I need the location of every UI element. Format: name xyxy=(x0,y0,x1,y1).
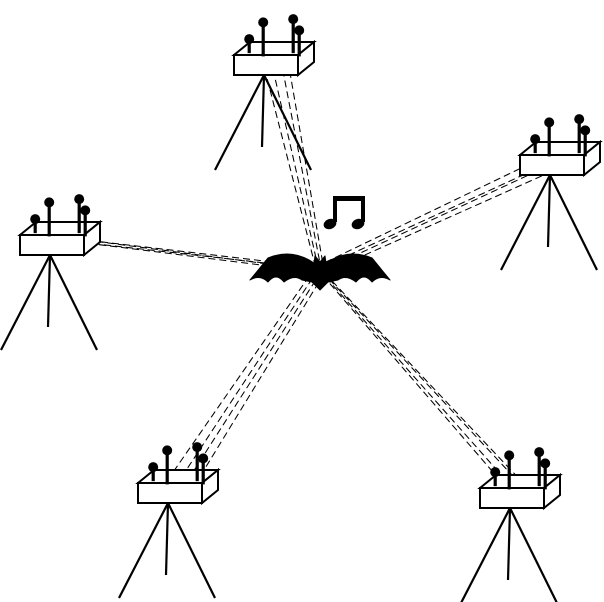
microphone-icon xyxy=(244,34,255,54)
microphone-head xyxy=(162,445,173,456)
microphone-head xyxy=(294,25,305,36)
tripod xyxy=(118,502,216,599)
microphone-icon xyxy=(288,14,299,54)
microphone-head xyxy=(44,197,55,208)
sound-beam xyxy=(287,61,326,274)
microphone-icon xyxy=(192,442,203,482)
tripod-leg xyxy=(0,254,51,351)
microphone-head xyxy=(30,214,41,225)
sound-beam xyxy=(315,155,548,268)
sound-beam xyxy=(315,266,508,489)
microphone-head xyxy=(490,467,501,478)
microphone-box xyxy=(231,39,317,78)
microphone-head xyxy=(574,114,585,125)
tripod-leg xyxy=(260,74,266,148)
microphone-head xyxy=(192,442,203,453)
microphone-icon xyxy=(74,194,85,234)
sound-beam xyxy=(321,157,567,272)
microphone-box xyxy=(17,219,103,258)
microphone-head xyxy=(288,14,299,25)
box-front xyxy=(479,487,545,509)
microphone-head xyxy=(148,462,159,473)
tripod xyxy=(460,507,558,602)
microphone-icon xyxy=(504,450,515,490)
sound-beam xyxy=(183,270,322,486)
tripod xyxy=(0,254,98,351)
microphone-box xyxy=(517,139,603,178)
microphone-icon xyxy=(258,17,269,57)
microphone-station xyxy=(214,14,317,171)
microphone-icon xyxy=(80,205,91,237)
tripod xyxy=(500,174,598,271)
microphone-icon xyxy=(580,125,591,157)
tripod-leg xyxy=(263,74,312,171)
tripod-leg xyxy=(500,174,551,271)
microphone-head xyxy=(74,194,85,205)
sound-beam xyxy=(74,240,325,274)
tripod-leg xyxy=(49,254,98,351)
tripod xyxy=(214,74,312,171)
microphone-head xyxy=(198,453,209,464)
sound-beam xyxy=(324,272,535,495)
sound-beam xyxy=(270,59,320,270)
microphone-icon xyxy=(574,114,585,154)
microphone-icon xyxy=(534,447,545,487)
tripod-leg xyxy=(214,74,265,171)
microphone-icon xyxy=(44,197,55,237)
microphone-head xyxy=(534,447,545,458)
sound-beam xyxy=(66,236,322,272)
microphone-stations xyxy=(0,14,603,602)
microphone-station xyxy=(460,447,563,602)
bat-silhouette xyxy=(249,253,391,291)
microphone-head xyxy=(80,205,91,216)
microphone-icon xyxy=(530,134,541,154)
microphone-head xyxy=(504,450,515,461)
microphone-icon xyxy=(198,453,209,485)
tripod-leg xyxy=(118,502,169,599)
microphone-box xyxy=(135,467,221,506)
microphone-head xyxy=(540,458,551,469)
sound-beams xyxy=(47,55,575,495)
tripod-leg xyxy=(506,507,512,581)
tripod-leg xyxy=(167,502,216,599)
microphone-icon xyxy=(148,462,159,482)
note-stem xyxy=(361,196,365,222)
microphone-head xyxy=(530,134,541,145)
microphone-icon xyxy=(490,467,501,487)
box-front xyxy=(233,54,299,76)
sound-beam xyxy=(191,272,325,490)
microphone-icon xyxy=(30,214,41,234)
box-front xyxy=(519,154,585,176)
sound-beam xyxy=(321,270,527,491)
microphone-icon xyxy=(540,458,551,490)
music-note-icon xyxy=(323,196,365,230)
tripod-leg xyxy=(46,254,52,328)
tripod-leg xyxy=(460,507,511,602)
microphone-head xyxy=(544,117,555,128)
note-head xyxy=(351,218,365,230)
bat-icon xyxy=(249,253,391,291)
microphone-icon xyxy=(294,25,305,57)
sound-beam xyxy=(260,55,317,268)
microphone-head xyxy=(244,34,255,45)
sound-beam xyxy=(318,268,518,493)
sound-beam xyxy=(279,57,323,272)
microphone-icon xyxy=(544,117,555,157)
box-front xyxy=(19,234,85,256)
microphone-head xyxy=(580,125,591,136)
note-head xyxy=(323,218,337,230)
tripod-leg xyxy=(164,502,170,576)
microphone-station xyxy=(0,194,103,351)
microphone-station xyxy=(118,442,221,599)
microphone-box xyxy=(477,472,563,511)
tripod-leg xyxy=(509,507,558,602)
tripod-leg xyxy=(546,174,552,248)
microphone-icon xyxy=(162,445,173,485)
sound-beam xyxy=(324,161,575,274)
microphone-head xyxy=(258,17,269,28)
box-front xyxy=(137,482,203,504)
tripod-leg xyxy=(549,174,598,271)
microphone-station xyxy=(500,114,603,271)
